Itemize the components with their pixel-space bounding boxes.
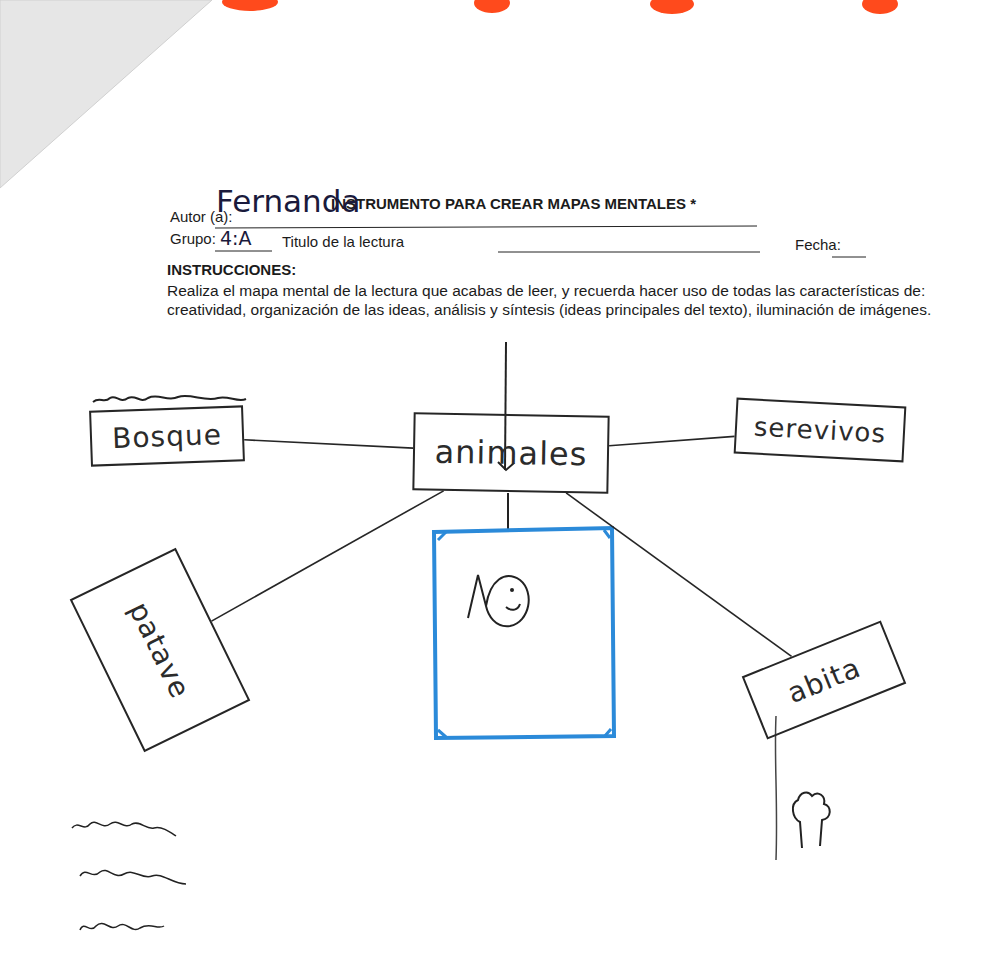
underline [215, 226, 757, 228]
fish-drawing [468, 575, 529, 626]
idea-box: Bosque [89, 405, 245, 466]
folded-corner [0, 0, 212, 188]
underline [832, 257, 866, 258]
idea-text: patave [123, 597, 198, 704]
orange-mark [862, 0, 898, 14]
idea-box: abita [742, 620, 907, 739]
scribble [80, 870, 186, 884]
connector-line [212, 491, 444, 621]
scribble [72, 822, 176, 836]
underline [498, 252, 760, 253]
section-heading: INSTRUCCIONES: [167, 261, 296, 278]
field-label: Grupo: [170, 230, 216, 247]
orange-mark [650, 0, 694, 14]
handwritten-group: 4:A [220, 228, 252, 250]
idea-text: serevivos [753, 412, 886, 449]
idea-text: abita [783, 650, 866, 709]
idea-box: serevivos [734, 398, 907, 463]
idea-box: animales [412, 412, 609, 493]
handwritten-name: Fernanda [216, 184, 360, 220]
connector-line [244, 440, 413, 448]
underline [215, 251, 272, 252]
scribble [93, 396, 246, 402]
connector-line [566, 493, 791, 656]
connector-line [609, 436, 734, 445]
connector-line [507, 493, 509, 532]
picture-box [434, 528, 614, 738]
paw-drawing [793, 793, 830, 848]
idea-box: patave [70, 548, 251, 753]
worksheet-title: INSTRUMENTO PARA CREAR MAPAS MENTALES * [331, 195, 696, 212]
fish-mouth [506, 604, 520, 610]
folded-corner-edge [0, 0, 212, 188]
field-label: Titulo de la lectura [282, 233, 404, 250]
orange-mark [474, 0, 510, 13]
pendant-line [775, 716, 776, 860]
idea-text: animales [434, 433, 587, 474]
field-label: Fecha: [795, 236, 841, 253]
instructions-text: Realiza el mapa mental de la lectura que… [167, 281, 989, 319]
orange-mark [222, 0, 278, 11]
scribble [80, 923, 164, 930]
idea-text: Bosque [112, 418, 223, 455]
picture-box-corner [438, 530, 611, 737]
fish-eye [510, 588, 514, 592]
